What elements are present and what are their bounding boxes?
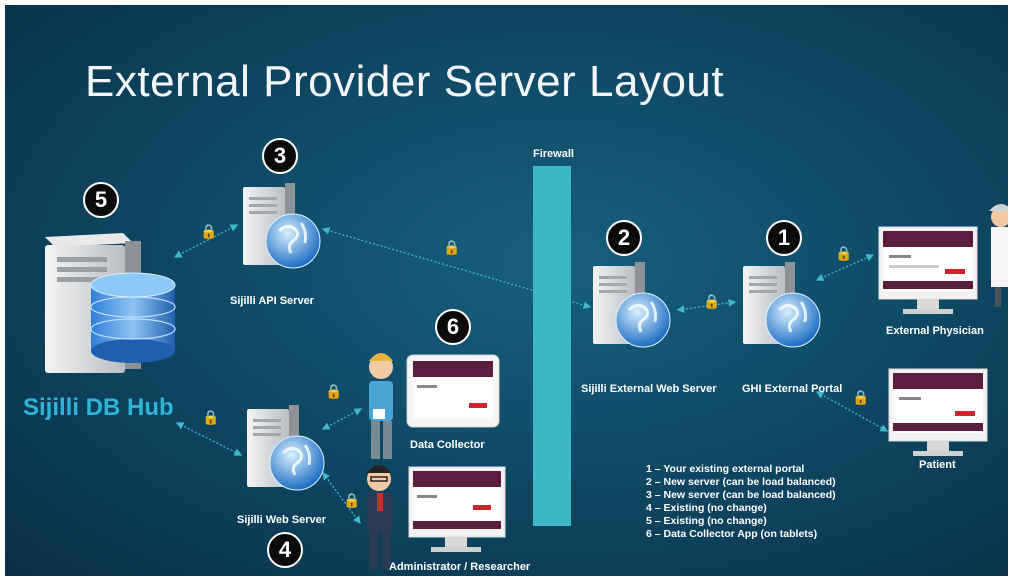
administrator-person-icon [367,465,393,569]
doctor-icon [989,204,1008,307]
lock-icon: 🔒 [852,389,870,405]
legend-item: 1 – Your existing external portal [646,463,805,475]
api-server-label: Sijilli API Server [230,295,314,307]
lock-icon: 🔒 [200,223,218,239]
administrator-label: Administrator / Researcher [389,561,531,573]
ghi-portal-server-icon [743,262,821,348]
lock-icon: 🔒 [443,239,461,255]
diagram-canvas: External Provider Server Layout [5,5,1008,576]
legend-item: 4 – Existing (no change) [646,502,767,514]
marker-4: 4 [267,532,303,568]
marker-6: 6 [435,309,471,345]
legend-item: 2 – New server (can be load balanced) [646,476,836,488]
data-collector-person-icon [369,353,393,459]
firewall-bar [533,166,571,526]
lock-icon: 🔒 [703,293,721,309]
connector-web-collector [321,408,363,430]
patient-label: Patient [919,459,956,471]
legend-item: 5 – Existing (no change) [646,515,767,527]
connector-portal-patient [815,391,889,432]
tablet-icon [406,354,500,428]
connectors [173,224,889,525]
firewall-label: Firewall [533,148,574,160]
legend: 1 – Your existing external portal 2 – Ne… [646,463,836,541]
lock-icon: 🔒 [202,409,220,425]
lock-icon: 🔒 [325,383,343,399]
administrator-monitor-icon [408,466,506,552]
lock-icon: 🔒 [343,492,361,508]
db-hub-label: Sijilli DB Hub [23,394,174,421]
page-title: External Provider Server Layout [85,57,725,106]
connector-extweb-portal [676,299,737,313]
legend-item: 3 – New server (can be load balanced) [646,489,836,501]
marker-2: 2 [606,220,642,256]
marker-3: 3 [262,138,298,174]
legend-item: 6 – Data Collector App (on tablets) [646,528,818,540]
db-hub-server-icon [45,233,176,373]
web-server-label: Sijilli Web Server [237,514,327,526]
physician-monitor-icon [878,226,978,314]
patient-monitor-icon [888,368,988,456]
connector-hub-web [175,422,243,456]
data-collector-label: Data Collector [410,439,485,451]
ghi-portal-label: GHI External Portal [742,383,843,395]
marker-1: 1 [766,220,802,256]
external-physician-label: External Physician [886,325,984,337]
marker-5: 5 [83,182,119,218]
diagram-graphics [45,166,1008,569]
lock-icon: 🔒 [835,245,853,261]
api-server-icon [243,183,321,269]
external-web-server-icon [593,262,671,348]
web-server-icon [247,405,325,491]
external-web-server-label: Sijilli External Web Server [581,383,717,395]
